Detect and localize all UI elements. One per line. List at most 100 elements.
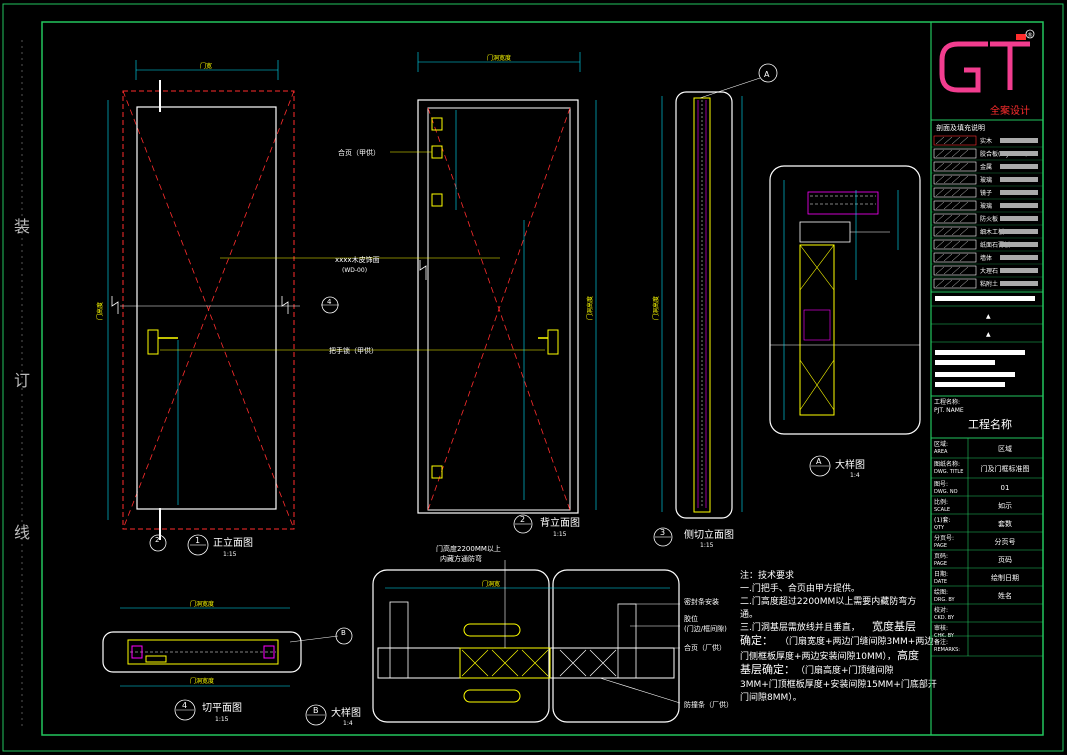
- legend-title: 剖面及填充说明: [936, 123, 985, 132]
- technical-notes: 注：技术要求 一.门把手、合页由甲方提供。 二.门高度超过2200MM以上需要内…: [740, 569, 937, 703]
- section-tag-4: 4: [321, 296, 339, 314]
- row-label-en: QTY: [934, 525, 945, 531]
- notes-line-2: 二.门高度超过2200MM以上需要内藏防弯方: [740, 595, 916, 607]
- row-label-en: CKD. BY: [934, 615, 955, 621]
- row-label: 备注:: [934, 638, 948, 646]
- drawing-border: [41, 21, 1044, 736]
- title-block-row: 图号:DWG. NO 01: [931, 478, 1043, 497]
- notes-line-7a: 基层确定：: [740, 662, 795, 676]
- row-value: 区域: [998, 444, 1012, 453]
- legend-label: 细木工板: [980, 228, 1004, 236]
- notes-line-1: 一.门把手、合页由甲方提供。: [740, 582, 860, 594]
- binding-char-2: 订: [14, 371, 30, 390]
- row-label-en: REMARKS:: [934, 647, 960, 653]
- back-view-scale: 1:15: [553, 531, 567, 538]
- front-section-tag-circle: [149, 534, 167, 552]
- detail-b-label-4: 合页（厂供）: [684, 643, 726, 652]
- plan-view-number: 4: [182, 701, 187, 710]
- back-door-handle: [547, 329, 559, 355]
- legend-swatch: [933, 239, 977, 250]
- title-block: ® 全案设计 剖面及填充说明 实木胶合板(Plywood)金属玻璃镜子玻璃防火板…: [930, 22, 1043, 735]
- legend-swatch: [933, 148, 977, 159]
- legend-swatch: [933, 252, 977, 263]
- side-tag-a: [758, 63, 778, 83]
- row-label-en: DRG. BY: [934, 597, 956, 603]
- company-name: 全案设计: [990, 104, 1030, 117]
- row-label: 图号:: [934, 481, 948, 488]
- front-height-dim: 门高度: [96, 302, 104, 320]
- detail-a-number: A: [816, 457, 822, 466]
- legend-row: 大理石: [931, 265, 1043, 278]
- side-height-dim: 门洞高度: [652, 296, 660, 320]
- row-label: 页码:: [934, 552, 948, 560]
- row-value: 01: [1001, 484, 1010, 492]
- back-label-lock: 把手锁（甲供）: [329, 346, 378, 355]
- legend-row: 纸面石膏板: [931, 239, 1043, 252]
- back-view-title: 背立面图: [540, 516, 580, 529]
- detail-b-label-3: (门边/框间隙): [684, 624, 727, 633]
- back-label-panel-code: (WD-00): [342, 267, 367, 274]
- legend-row: 金属: [931, 161, 1043, 174]
- notes-line-5a: 确定：: [740, 633, 773, 647]
- front-view-scale: 1:15: [223, 551, 237, 558]
- back-width-dim: 门洞宽度: [487, 54, 511, 62]
- plan-border: [102, 631, 302, 673]
- plan-section-view: 门洞宽度 门洞宽度 B 4 切平面图 1:15: [102, 600, 353, 723]
- front-door-leaf: [136, 106, 277, 510]
- front-section-tag: 2: [155, 536, 159, 544]
- side-tag-a-label: A: [764, 70, 770, 79]
- side-section-view: 门洞高度 A 3 侧切立面图 1:15: [652, 63, 778, 549]
- legend-row: 玻璃: [931, 174, 1043, 187]
- title-block-row: 校对:CKD. BY: [931, 604, 1043, 623]
- row-label-en: DWG. TITLE: [934, 469, 963, 475]
- legend-swatch: [933, 174, 977, 185]
- side-view-scale: 1:15: [700, 542, 714, 549]
- legend-label: 玻璃: [980, 176, 992, 184]
- legend-row: 胶合板(Plywood): [931, 148, 1043, 161]
- detail-b-top-note-1: 门高度2200MM以上: [436, 544, 501, 553]
- row-label: 区域:: [934, 440, 948, 448]
- front-view-number: 1: [195, 536, 200, 545]
- front-door-handle: [147, 329, 159, 355]
- binding-char-1: 装: [14, 217, 30, 236]
- legend-swatch: [933, 213, 977, 224]
- legend-label: 纸面石膏板: [980, 241, 1010, 249]
- row-label: (1)套:: [934, 516, 951, 524]
- outer-border: [2, 3, 1064, 752]
- legend-row: 镜子: [931, 187, 1043, 200]
- row-value: 页码: [998, 556, 1012, 564]
- row-label: 比例:: [934, 498, 948, 506]
- notes-line-7b: （门扇高度+门顶缝间隙: [796, 664, 894, 676]
- plan-tag-b-label: B: [341, 629, 346, 637]
- back-door-leaf: [427, 107, 571, 511]
- detail-b-border-right: [552, 569, 680, 723]
- legend-label: 墙体: [980, 254, 992, 262]
- legend-label: 粘附土: [980, 280, 998, 288]
- back-label-hinge: 合页（甲供）: [338, 148, 380, 157]
- plan-view-title: 切平面图: [202, 702, 242, 714]
- notes-line-9: 门间隙8MM）。: [740, 691, 802, 703]
- detail-b-top-note-2: 内藏方通防弯: [440, 554, 482, 563]
- detail-b-label-1: 密封条安装: [684, 597, 719, 606]
- detail-b-border-left: [372, 569, 550, 723]
- notes-line-8: 3MM+门顶框板厚度+安装间隙15MM+门底部开: [740, 678, 937, 690]
- detail-a-border: [769, 165, 921, 435]
- row-label-en: DWG. NO: [934, 489, 958, 495]
- detail-b-view: 门高度2200MM以上 内藏方通防弯 门洞宽 密封条安装 胶位 (门边/框间隙)…: [305, 544, 733, 727]
- legend-swatch: [933, 161, 977, 172]
- section-tag-4-label: 4: [327, 298, 332, 306]
- detail-b-width-dim: 门洞宽: [482, 580, 500, 588]
- row-value: 套数: [998, 519, 1012, 528]
- row-label-en: PAGE: [934, 543, 947, 549]
- row-label: 校对:: [934, 606, 948, 614]
- row-value: 门及门框标准图: [981, 464, 1030, 473]
- back-hinge-1: [431, 117, 443, 131]
